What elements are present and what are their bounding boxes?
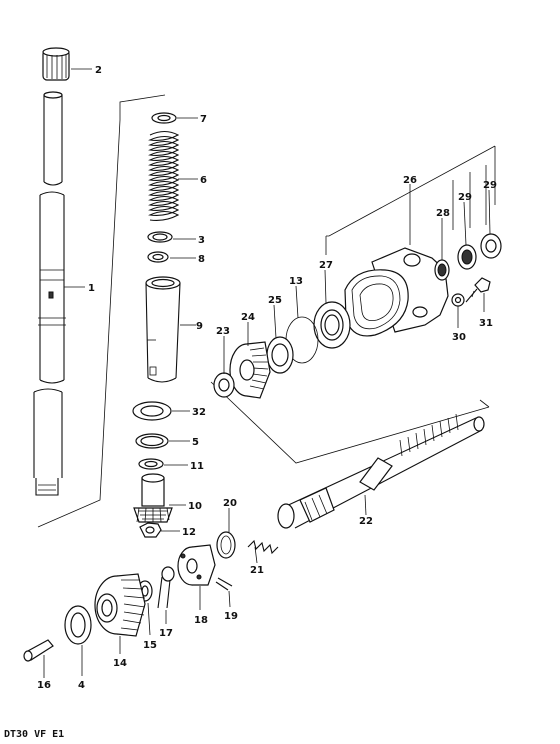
callout-3: 3 (198, 235, 205, 246)
callout-19: 19 (224, 611, 238, 622)
callout-29b: 29 (483, 180, 497, 191)
diagram-code-footer: DT30 VF E1 (4, 729, 64, 740)
callout-32: 32 (192, 407, 206, 418)
callout-18: 18 (194, 615, 208, 626)
callout-22: 22 (359, 516, 373, 527)
ring-3 (147, 231, 173, 243)
pin-19 (215, 577, 233, 591)
callout-23: 23 (216, 326, 230, 337)
seal-29a (457, 244, 477, 270)
callout-15: 15 (143, 640, 157, 651)
callout-14: 14 (113, 658, 127, 669)
pinion-bushing-9 (145, 276, 181, 383)
bolt-31 (465, 277, 491, 303)
pin-16 (23, 639, 54, 662)
bearing-27 (313, 301, 351, 349)
shim-32 (132, 401, 172, 421)
callout-28: 28 (436, 208, 450, 219)
callout-4: 4 (78, 680, 85, 691)
ring-20 (216, 531, 236, 559)
callout-24: 24 (241, 312, 255, 323)
callout-1: 1 (88, 283, 95, 294)
callout-30: 30 (452, 332, 466, 343)
shim-25 (266, 336, 294, 374)
nut-12 (139, 522, 162, 538)
propeller-shaft-22 (277, 413, 485, 529)
washer-8 (147, 251, 169, 263)
circlip-5 (135, 433, 169, 449)
forward-gear-14 (94, 573, 146, 637)
callout-21: 21 (250, 565, 264, 576)
spring-21 (247, 539, 279, 555)
callout-11: 11 (190, 461, 204, 472)
driveshaft-part (33, 91, 66, 496)
washer-7 (151, 112, 177, 124)
washer-30 (451, 293, 465, 307)
clutch-dog-18 (177, 544, 216, 586)
callout-7: 7 (200, 114, 207, 125)
callout-31: 31 (479, 318, 493, 329)
spring-6 (148, 130, 180, 221)
callout-10: 10 (188, 501, 202, 512)
pinion-gear-10 (133, 473, 173, 523)
callout-6: 6 (200, 175, 207, 186)
seal-29b (480, 233, 502, 259)
callout-9: 9 (196, 321, 203, 332)
callout-16: 16 (37, 680, 51, 691)
washer-11 (138, 458, 164, 470)
callout-2: 2 (95, 65, 102, 76)
callout-12: 12 (182, 527, 196, 538)
bearing-housing-26 (344, 247, 449, 337)
callout-26: 26 (403, 175, 417, 186)
callout-13: 13 (289, 276, 303, 287)
callout-29a: 29 (458, 192, 472, 203)
callout-27: 27 (319, 260, 333, 271)
callout-20: 20 (223, 498, 237, 509)
reverse-gear-24 (229, 341, 271, 399)
washer-23 (213, 372, 235, 398)
push-rod-17 (157, 566, 175, 609)
needle-bearing-part (42, 47, 70, 81)
callout-5: 5 (192, 437, 199, 448)
shim-4 (64, 605, 92, 645)
callout-8: 8 (198, 254, 205, 265)
oil-seal-28 (434, 259, 450, 281)
callout-25: 25 (268, 295, 282, 306)
callout-17: 17 (159, 628, 173, 639)
